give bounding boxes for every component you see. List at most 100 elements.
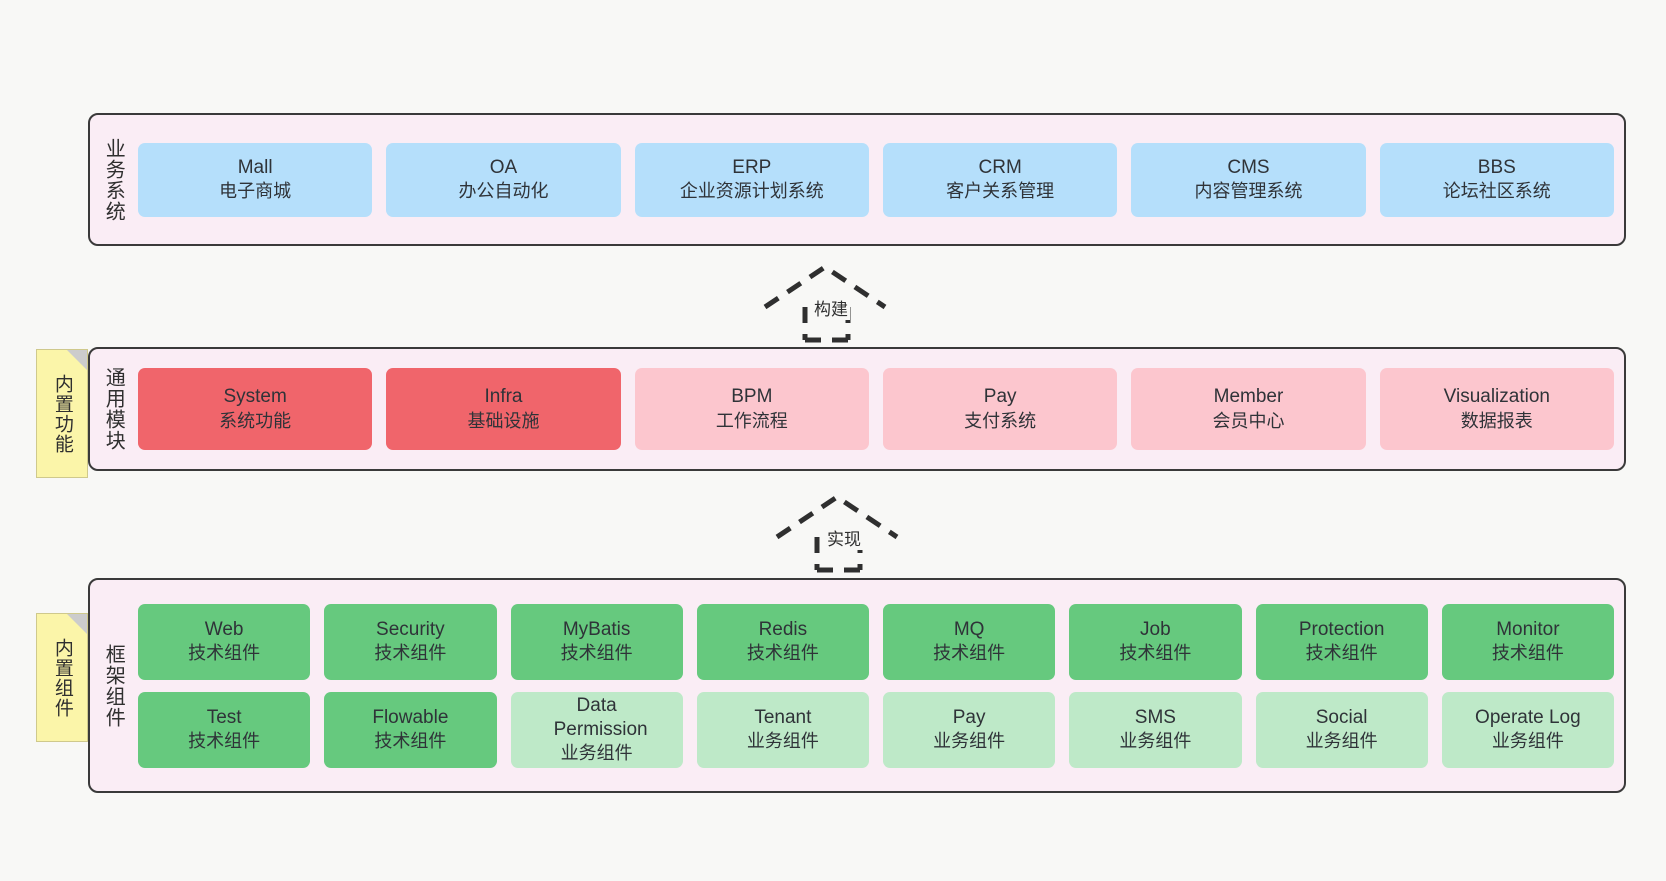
card-bpm[interactable]: BPM 工作流程	[634, 368, 869, 450]
layer-label-business-system: 业务系统	[102, 137, 125, 222]
card-subtitle: 办公自动化	[458, 181, 549, 202]
card-subtitle: 业务组件	[1119, 731, 1192, 752]
card-title: Tenant	[754, 706, 812, 728]
card-title: MQ	[953, 618, 985, 640]
card-infra[interactable]: Infra 基础设施	[386, 368, 621, 450]
card-title: CRM	[978, 156, 1022, 178]
card-subtitle: 业务组件	[1305, 731, 1378, 752]
framework-component-row-2: Test 技术组件 Flowable 技术组件 Data Permission …	[138, 691, 1614, 768]
card-subtitle: 技术组件	[746, 643, 819, 664]
framework-component-row-1: Web 技术组件 Security 技术组件 MyBatis 技术组件 Redi…	[138, 603, 1614, 680]
card-title: Member	[1213, 386, 1284, 408]
card-tenant[interactable]: Tenant 业务组件	[696, 691, 869, 768]
card-title: Flowable	[372, 706, 449, 728]
card-job[interactable]: Job 技术组件	[1069, 603, 1242, 680]
card-subtitle: 论坛社区系统	[1442, 181, 1551, 202]
card-subtitle: 工作流程	[715, 410, 788, 431]
card-title: MyBatis	[562, 618, 631, 640]
card-security[interactable]: Security 技术组件	[324, 603, 497, 680]
card-title: Security	[376, 618, 445, 640]
card-title: Mall	[237, 156, 273, 178]
card-sms[interactable]: SMS 业务组件	[1069, 691, 1242, 768]
card-flowable[interactable]: Flowable 技术组件	[324, 691, 497, 768]
card-test[interactable]: Test 技术组件	[138, 691, 311, 768]
card-subtitle: 技术组件	[374, 643, 447, 664]
card-erp[interactable]: ERP 企业资源计划系统	[634, 142, 869, 217]
layer-label-framework-component: 框架组件	[102, 643, 125, 728]
card-subtitle: 技术组件	[933, 643, 1006, 664]
card-title: Visualization	[1443, 386, 1550, 408]
card-title: Protection	[1298, 618, 1385, 640]
card-subtitle: 技术组件	[1491, 643, 1564, 664]
card-oa[interactable]: OA 办公自动化	[386, 142, 621, 217]
card-subtitle: 技术组件	[188, 731, 261, 752]
card-title: Job	[1140, 618, 1171, 640]
layer-business-system: 业务系统 Mall 电子商城 OA 办公自动化 ERP 企业资源计划系统 CRM…	[88, 113, 1626, 246]
card-title: Pay	[983, 386, 1017, 408]
card-title: Monitor	[1496, 618, 1560, 640]
note-fold-corner-icon	[67, 614, 87, 634]
card-social[interactable]: Social 业务组件	[1255, 691, 1428, 768]
card-subtitle: 系统功能	[219, 410, 292, 431]
card-title: BBS	[1477, 156, 1516, 178]
note-fold-corner-icon	[67, 350, 87, 370]
card-title: Test	[206, 706, 242, 728]
layer-framework-component: 框架组件 Web 技术组件 Security 技术组件 MyBatis 技术组件…	[88, 578, 1626, 793]
card-subtitle: 客户关系管理	[946, 181, 1055, 202]
note-builtin-function: 内置功能	[36, 349, 88, 478]
card-title: OA	[489, 156, 518, 178]
card-title: System	[223, 386, 287, 408]
card-monitor[interactable]: Monitor 技术组件	[1441, 603, 1614, 680]
card-subtitle: 业务组件	[560, 743, 633, 764]
layer-common-module: 通用模块 System 系统功能 Infra 基础设施 BPM 工作流程 Pay…	[88, 347, 1626, 471]
card-subtitle: 技术组件	[1119, 643, 1192, 664]
card-title: ERP	[732, 156, 772, 178]
card-title: Social	[1315, 706, 1368, 728]
card-redis[interactable]: Redis 技术组件	[696, 603, 869, 680]
card-protection[interactable]: Protection 技术组件	[1255, 603, 1428, 680]
card-bbs[interactable]: BBS 论坛社区系统	[1379, 142, 1614, 217]
note-builtin-component: 内置组件	[36, 613, 88, 742]
card-subtitle: 内容管理系统	[1194, 181, 1303, 202]
card-title: Operate Log	[1475, 706, 1581, 728]
card-subtitle: 数据报表	[1460, 410, 1533, 431]
card-title: Infra	[484, 386, 523, 408]
card-visualization[interactable]: Visualization 数据报表	[1379, 368, 1614, 450]
common-module-card-list: System 系统功能 Infra 基础设施 BPM 工作流程 Pay 支付系统…	[136, 349, 1624, 469]
card-mybatis[interactable]: MyBatis 技术组件	[510, 603, 683, 680]
card-subtitle: 业务组件	[933, 731, 1006, 752]
card-title: Data Permission	[553, 694, 648, 740]
card-subtitle: 业务组件	[746, 731, 819, 752]
card-crm[interactable]: CRM 客户关系管理	[882, 142, 1118, 217]
card-title: Web	[204, 618, 244, 640]
framework-component-grid: Web 技术组件 Security 技术组件 MyBatis 技术组件 Redi…	[136, 580, 1624, 791]
card-subtitle: 电子商城	[219, 181, 292, 202]
layer-label-common-module: 通用模块	[102, 367, 125, 451]
card-member[interactable]: Member 会员中心	[1131, 368, 1366, 450]
card-subtitle: 技术组件	[188, 643, 261, 664]
card-cms[interactable]: CMS 内容管理系统	[1131, 142, 1366, 217]
card-subtitle: 技术组件	[374, 731, 447, 752]
card-mall[interactable]: Mall 电子商城	[138, 142, 373, 217]
note-label: 内置功能	[51, 373, 73, 454]
card-subtitle: 企业资源计划系统	[679, 181, 824, 202]
note-label: 内置组件	[51, 637, 73, 718]
card-pay-business[interactable]: Pay 业务组件	[883, 691, 1056, 768]
card-data-permission[interactable]: Data Permission 业务组件	[510, 691, 683, 768]
card-title: SMS	[1134, 706, 1176, 728]
card-operate-log[interactable]: Operate Log 业务组件	[1441, 691, 1614, 768]
card-subtitle: 基础设施	[467, 410, 540, 431]
card-title: CMS	[1227, 156, 1270, 178]
card-system[interactable]: System 系统功能	[138, 368, 373, 450]
card-mq[interactable]: MQ 技术组件	[883, 603, 1056, 680]
card-subtitle: 技术组件	[1305, 643, 1378, 664]
card-subtitle: 会员中心	[1212, 410, 1285, 431]
card-title: Redis	[758, 618, 808, 640]
connector-implement-label: 实现	[825, 525, 863, 550]
card-pay[interactable]: Pay 支付系统	[882, 368, 1118, 450]
business-system-card-list: Mall 电子商城 OA 办公自动化 ERP 企业资源计划系统 CRM 客户关系…	[136, 115, 1624, 244]
card-web[interactable]: Web 技术组件	[138, 603, 311, 680]
card-subtitle: 业务组件	[1491, 731, 1564, 752]
card-title: BPM	[731, 386, 773, 408]
